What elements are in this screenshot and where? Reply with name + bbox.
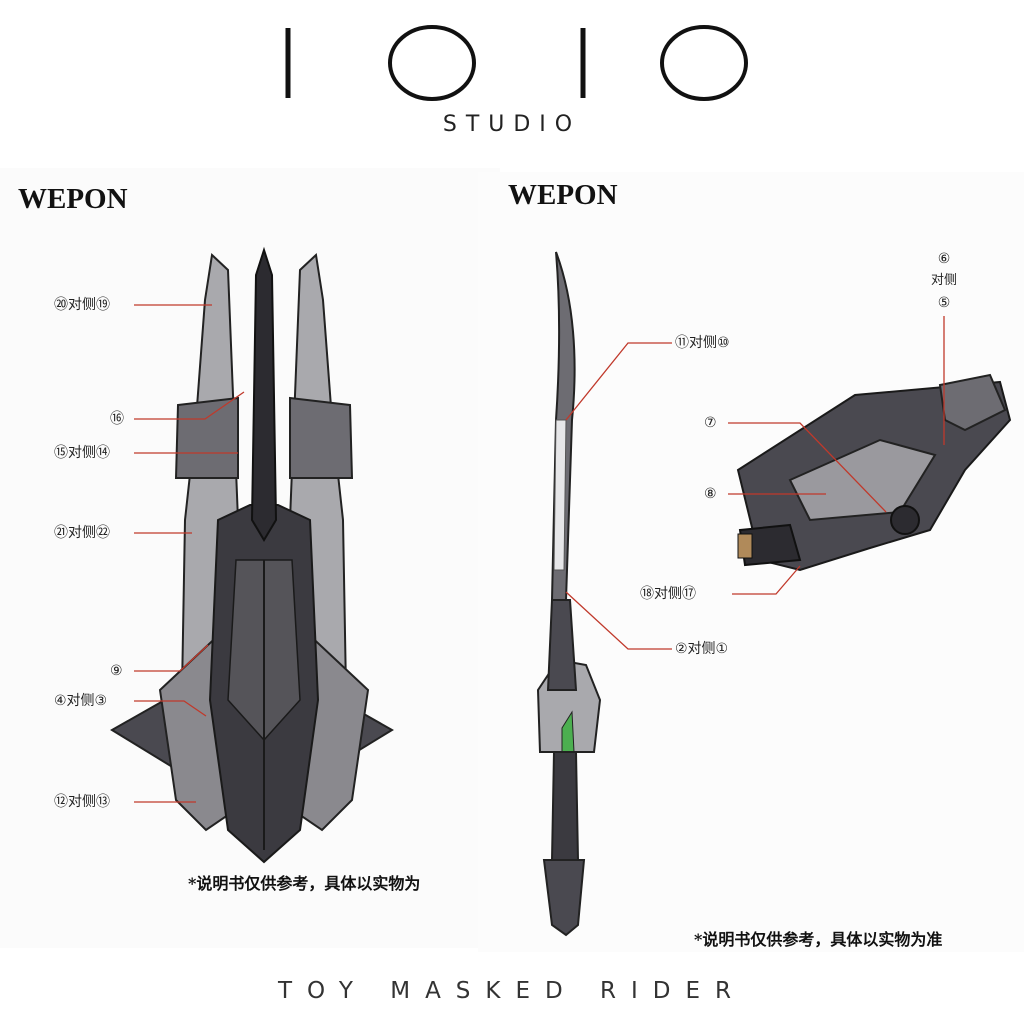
left-panel-heading: WEPON — [18, 183, 128, 215]
callout-21-22: ㉑对侧㉒ — [54, 525, 110, 541]
right-panel-heading: WEPON — [508, 179, 618, 211]
callout-12-13: ⑫对侧⑬ — [54, 794, 110, 810]
callout-9: ⑨ — [110, 663, 123, 679]
callout-8: ⑧ — [704, 486, 717, 502]
callout-18-17: ⑱对侧⑰ — [640, 586, 696, 602]
brand-header: STUDIO — [0, 0, 1024, 150]
callout-6: ⑥ — [937, 251, 951, 267]
studio-wordmark: STUDIO — [442, 112, 582, 137]
sword-illustration — [536, 251, 602, 937]
left-leader-lines — [134, 304, 245, 803]
device-illustration — [736, 373, 1012, 572]
callout-11-10: ⑪对侧⑩ — [675, 335, 730, 351]
callout-5: ⑤ — [937, 295, 951, 311]
left-disclaimer-note: *说明书仅供参考，具体以实物为 — [188, 874, 421, 893]
studio-logo — [285, 25, 748, 101]
callout-7: ⑦ — [704, 415, 717, 431]
callout-16: ⑯ — [110, 411, 124, 427]
callout-opposite-side: 对侧 — [930, 273, 957, 288]
callout-2-1: ②对侧① — [675, 641, 729, 657]
callout-20-19: ⑳对侧⑲ — [54, 297, 110, 313]
right-leader-lines — [565, 316, 945, 650]
left-weapon-illustration — [110, 246, 394, 864]
callout-15-14: ⑮对侧⑭ — [54, 445, 110, 461]
callout-4-3: ④对侧③ — [54, 693, 108, 709]
right-disclaimer-note: *说明书仅供参考，具体以实物为准 — [694, 930, 943, 949]
footer-caption: TOY MASKED RIDER — [277, 978, 747, 1004]
